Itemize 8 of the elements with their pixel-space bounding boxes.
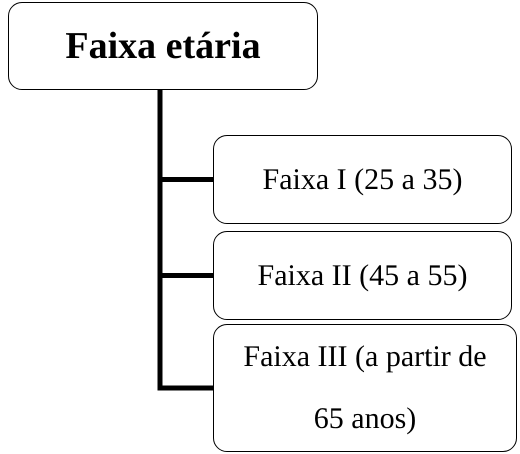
- category-box: [213, 135, 512, 224]
- category-box: [213, 324, 517, 452]
- node-label: Faixa etária: [65, 24, 261, 68]
- node-label: Faixa I (25 a 35): [262, 162, 462, 196]
- heading-box: [8, 2, 318, 90]
- node-label: Faixa III (a partir de 65 anos): [242, 339, 488, 437]
- category-box: [213, 231, 512, 320]
- node-label: Faixa II (45 a 55): [258, 258, 468, 292]
